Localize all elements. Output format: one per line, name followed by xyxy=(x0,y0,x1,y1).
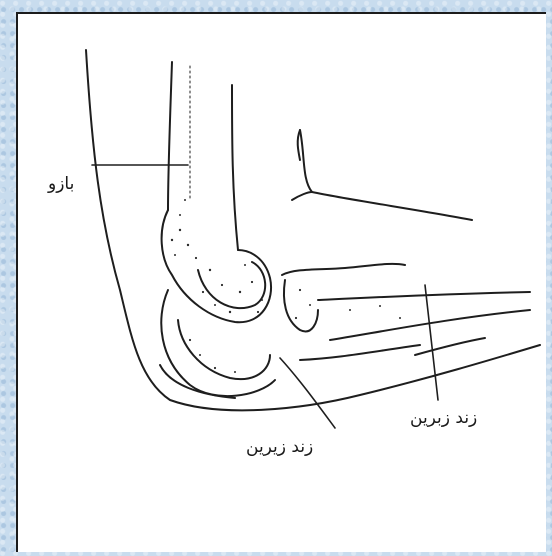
humerus-shaft-left xyxy=(168,62,172,210)
radius-neck xyxy=(284,280,318,331)
label-forearm-upper: زند زبرین xyxy=(410,408,477,428)
humerus-head xyxy=(198,262,265,308)
biceps-line-2 xyxy=(298,130,300,160)
biceps-fold xyxy=(292,192,312,200)
radius-head xyxy=(282,264,405,275)
label-forearm-lower: زند زیرین xyxy=(246,437,313,457)
leader-line-forearm-right xyxy=(425,285,438,400)
leader-line-forearm-bottom xyxy=(280,358,335,428)
biceps-contour xyxy=(300,130,472,220)
label-arm: بازو xyxy=(48,174,74,194)
forearm-bone-slit xyxy=(415,338,485,355)
arm-outline xyxy=(86,50,540,410)
olecranon xyxy=(161,290,275,396)
humerus-shaft-right xyxy=(232,85,238,250)
olecranon-inner xyxy=(178,320,270,379)
ulna-base xyxy=(160,365,235,398)
forearm-bone-top xyxy=(318,292,530,300)
forearm-bone-lower xyxy=(300,345,420,360)
